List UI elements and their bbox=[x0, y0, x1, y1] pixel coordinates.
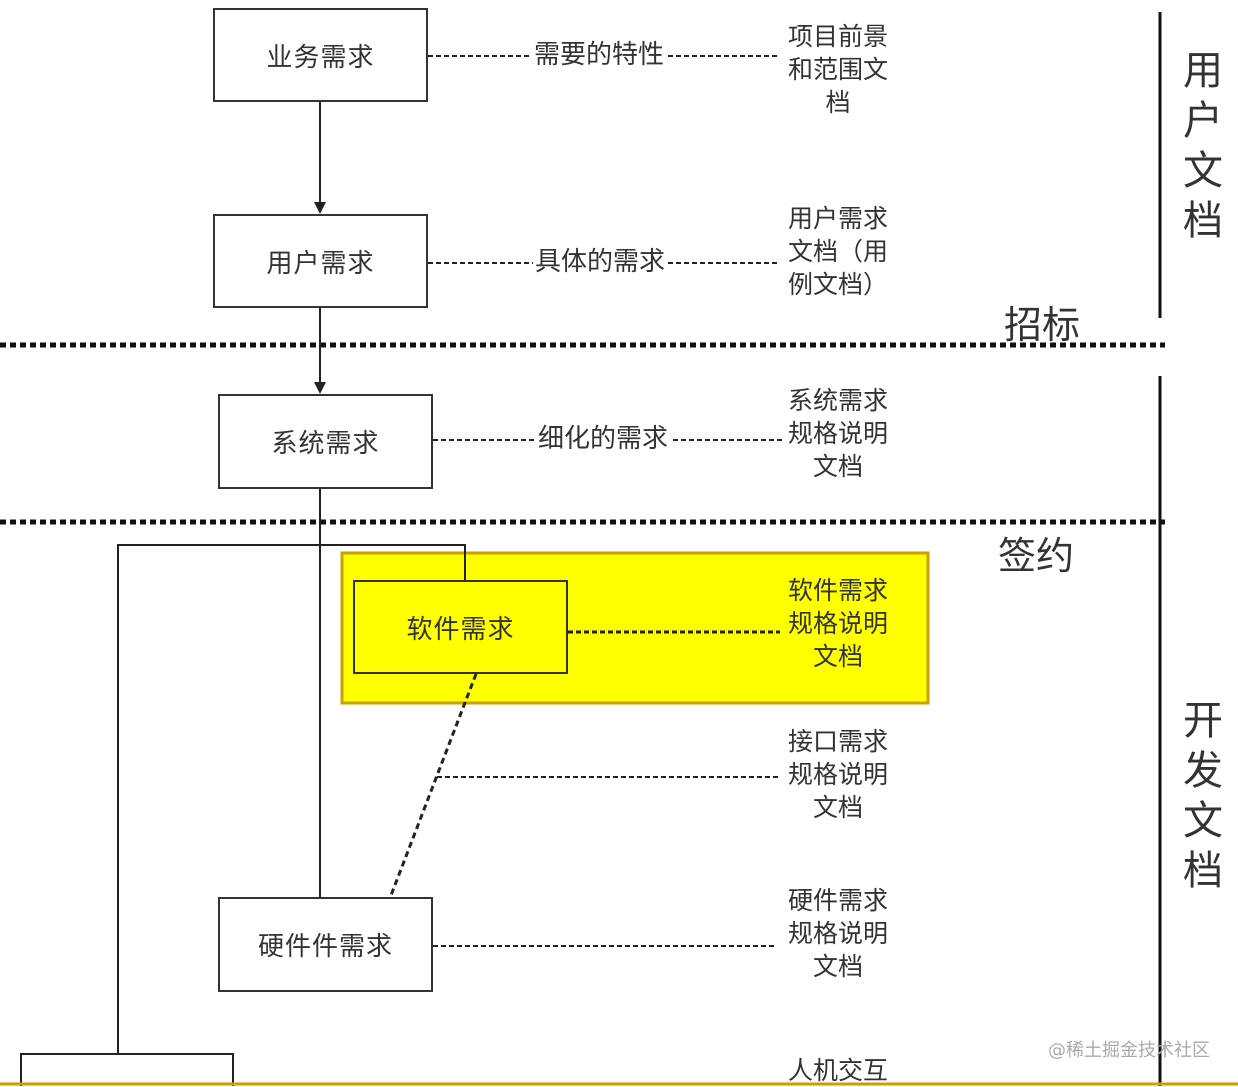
bottom-partial-box bbox=[20, 1053, 234, 1086]
doc-hci: 人机交互 bbox=[787, 1056, 888, 1085]
doc-interface: 接口需求 规格说明 文档 bbox=[787, 727, 888, 822]
system-requirement-node: 系统需求 bbox=[218, 394, 433, 489]
doc-system: 系统需求 规格说明 文档 bbox=[787, 386, 888, 481]
software-requirement-label: 软件需求 bbox=[406, 614, 515, 645]
software-branch-line bbox=[117, 544, 466, 1055]
hardware-requirement-label: 硬件件需求 bbox=[257, 932, 393, 962]
hardware-requirement-node: 硬件件需求 bbox=[218, 897, 433, 992]
doc-software: 软件需求 规格说明 文档 bbox=[787, 576, 888, 671]
side-label-dev-docs: 开 发 文 档 bbox=[1183, 698, 1223, 894]
edge-label-user: 具体的需求 bbox=[533, 247, 668, 277]
business-requirement-label: 业务需求 bbox=[266, 42, 375, 73]
edge-label-business: 需要的特性 bbox=[532, 40, 667, 70]
system-requirement-label: 系统需求 bbox=[271, 429, 380, 459]
business-requirement-node: 业务需求 bbox=[213, 8, 428, 102]
user-requirement-label: 用户需求 bbox=[266, 248, 375, 279]
band-label-tender: 招标 bbox=[1004, 303, 1081, 347]
band-label-contract: 签约 bbox=[998, 534, 1075, 578]
doc-user: 用户需求 文档（用 例文档） bbox=[787, 204, 888, 299]
user-requirement-node: 用户需求 bbox=[213, 214, 428, 308]
edge-label-system: 细化的需求 bbox=[536, 424, 671, 454]
doc-business: 项目前景 和范围文 档 bbox=[787, 22, 888, 117]
watermark: @稀土掘金技术社区 bbox=[1048, 1040, 1210, 1061]
doc-hardware: 硬件需求 规格说明 文档 bbox=[787, 886, 888, 981]
side-label-user-docs: 用 户 文 档 bbox=[1183, 48, 1223, 244]
software-requirement-node: 软件需求 bbox=[353, 580, 568, 674]
dash-software-hardware bbox=[388, 673, 478, 899]
